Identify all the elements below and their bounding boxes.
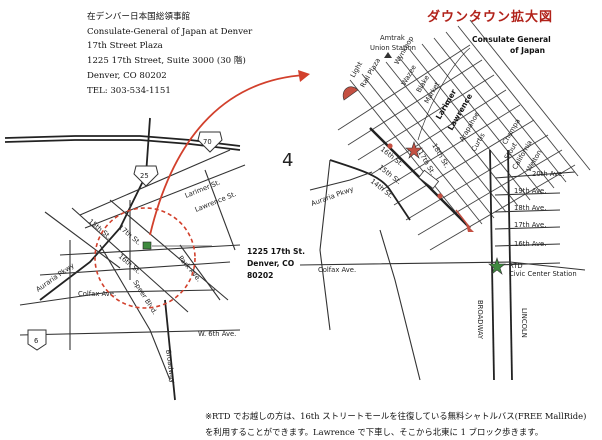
light-rail-label: Light	[349, 60, 365, 79]
park-ave-line	[179, 244, 221, 301]
union-station-label: Union Station	[370, 44, 416, 52]
address-line-1: 在デンバー日本国総領事館	[87, 12, 191, 22]
north-indicator: 4	[282, 150, 293, 171]
downtown-zoom-title: ダウンタウン拡大図	[427, 10, 554, 25]
address-line-4: 1225 17th Street, Suite 3000 (30 階)	[87, 56, 246, 67]
mallride-bus-icon	[418, 169, 440, 190]
colfax-road-line	[299, 261, 586, 271]
lincoln-label: LINCOLN	[520, 308, 528, 338]
address-line-5: Denver, CO 80202	[87, 70, 167, 81]
amtrak-label: Amtrak	[380, 34, 405, 42]
cross-line	[39, 261, 231, 276]
us6-label: 6	[34, 337, 38, 345]
callout-line-1: 1225 17th St.	[247, 247, 305, 256]
consulate-leader-line	[417, 47, 471, 141]
mall-arrow-head-icon	[466, 224, 474, 232]
vert-line-3	[204, 169, 236, 251]
consulate-name-label-2: of Japan	[510, 46, 545, 55]
w6th-label: W. 6th Ave.	[198, 330, 236, 338]
address-line-3: 17th Street Plaza	[87, 41, 163, 52]
consulate-star-icon	[405, 141, 423, 159]
w6th-ave-line	[19, 329, 241, 336]
rtd-label: RTD	[509, 262, 523, 270]
callout-line-3: 80202	[247, 271, 273, 280]
southwest-road-line	[379, 229, 421, 381]
consulate-marker-icon	[142, 241, 152, 250]
i25-shield-icon: 25	[133, 165, 159, 187]
zoom-arrow-curve	[149, 74, 306, 236]
colfax-label: Colfax Ave.	[78, 290, 116, 298]
us6-shield-icon: 6	[27, 329, 47, 351]
west-edge-line	[319, 159, 331, 331]
note-line-2: を利用することができます。Lawrence で下車し、そこから北東に 1 ブロッ…	[205, 427, 544, 437]
speer-line	[329, 159, 411, 221]
left-overview-map: 70 25 6 Larimer St. Lawrence St. 15th St…	[4, 117, 305, 401]
consulate-address: 在デンバー日本国総領事館 Consulate-General of Japan …	[87, 10, 252, 98]
civic-center-station-label: Civic Center Station	[509, 270, 577, 278]
17th-ave-line	[494, 226, 561, 230]
20th-line	[59, 244, 241, 256]
wazee-label: Wazee	[400, 64, 418, 87]
right-downtown-map: Amtrak Union Station Consulate General o…	[299, 19, 591, 381]
mall-direction-arrow	[455, 209, 471, 229]
zoom-area-circle	[94, 207, 196, 309]
broadway-label: Broadway	[164, 349, 177, 383]
20th-ave-line	[494, 171, 576, 179]
i70-shield-icon: 70	[197, 131, 223, 153]
mall-stop-dot	[387, 143, 393, 149]
speer-blvd-label: Speer Blvd.	[131, 279, 158, 316]
16th-ave-line	[494, 243, 561, 247]
20th-ave-label: 20th Ave.	[532, 170, 564, 178]
lawrence-st-line	[84, 164, 246, 229]
i25-label: 25	[140, 172, 149, 180]
zoom-arrow-head-icon	[298, 70, 310, 82]
18th-ave-line	[494, 209, 561, 213]
broadway-downtown-label: BROADWAY	[476, 300, 484, 340]
mall-stop-dot	[437, 193, 443, 199]
colfax-downtown-label: Colfax Ave.	[318, 266, 356, 274]
19th-ave-label: 19th Ave.	[514, 187, 546, 195]
larimer-st-line	[79, 149, 231, 216]
colfax-ave-line	[19, 289, 216, 306]
auraria-pkwy-line	[309, 171, 373, 191]
callout-line-2: Denver, CO	[247, 259, 295, 268]
address-line-2: Consulate-General of Japan at Denver	[87, 26, 253, 37]
18th-ave-label: 18th Ave.	[514, 204, 546, 212]
i70-label: 70	[203, 138, 212, 146]
speer-blvd-line	[99, 244, 171, 381]
rtd-access-note: ※RTD でお越しの方は、16th ストリートモールを往復している無料シャトルバ…	[205, 408, 600, 440]
consulate-name-label: Consulate General	[472, 35, 551, 44]
amtrak-station-icon	[384, 52, 392, 58]
i25-road	[39, 117, 151, 301]
16th-ave-label: 16th Ave.	[514, 240, 546, 248]
note-line-1: ※RTD でお越しの方は、16th ストリートモールを往復している無料シャトルバ…	[205, 411, 587, 421]
broadway-line	[164, 299, 176, 401]
address-line-6: TEL: 303-534-1151	[87, 85, 171, 96]
light-rail-plaza-icon	[342, 86, 359, 101]
17th-ave-label: 17th Ave.	[514, 221, 546, 229]
civic-center-star-icon	[488, 257, 506, 275]
19th-ave-line	[494, 192, 561, 196]
